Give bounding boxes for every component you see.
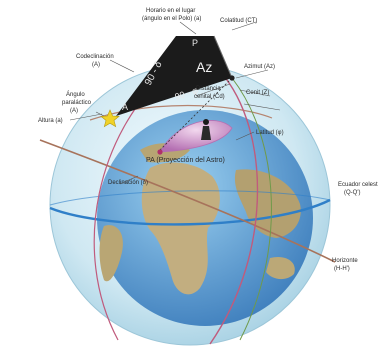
navigational-triangle [116, 36, 232, 116]
triangle-right-side [213, 35, 233, 79]
label-ecuador-1: Ecuador celest [338, 182, 378, 188]
label-pa: PA (Proyección del Astro) [146, 157, 225, 164]
label-horario-1: Horario en el lugar [146, 8, 195, 14]
land-australia [266, 256, 295, 280]
label-horizonte-1: Horizonte [332, 258, 358, 264]
label-horizonte-2: (H-H') [334, 266, 350, 272]
triangle-label-azimuth: Az [196, 59, 212, 75]
celestial-equator [49, 198, 331, 226]
triangle-label-star: A [122, 102, 128, 112]
zenith-point [229, 75, 235, 81]
triangle-label-pole: P [192, 38, 198, 48]
land-africa [141, 162, 220, 295]
celestial-equator-back [49, 190, 331, 206]
label-angulo-3: (A) [70, 108, 78, 114]
label-cenit: Cenit (Z) [246, 90, 269, 96]
label-horario-2: (ángulo en el Polo) (a) [142, 16, 201, 22]
latitude-circle [89, 104, 273, 121]
star-icon [100, 109, 120, 128]
land-south-america [99, 225, 123, 282]
zenith-line [159, 77, 233, 151]
label-codeclinacion-2: (A) [92, 62, 100, 68]
label-altura: Altura (a) [38, 118, 63, 124]
label-latitud: Latitud (φ) [256, 130, 284, 136]
label-angulo-2: paraláctico [62, 100, 92, 106]
astro-projection-point [157, 149, 163, 155]
leader-lines [69, 21, 281, 185]
meridian-local [209, 65, 259, 345]
label-colatitud: Colatitud (CT) [220, 18, 257, 24]
label-codeclinacion-1: Codeclinación [76, 54, 114, 60]
astro-projection-cap [159, 120, 233, 153]
label-distancia-2: cenital (Cd) [194, 94, 225, 100]
label-distancia-1: Distancia [196, 86, 221, 92]
observer-icon [201, 119, 211, 140]
label-azimut: Azimut (Az) [244, 64, 275, 70]
horizon-line [39, 139, 336, 263]
label-ecuador-2: (Q-Q') [344, 190, 360, 196]
label-angulo-1: Ángulo [66, 91, 85, 98]
label-declinacion: Declinación (δ) [108, 180, 148, 186]
